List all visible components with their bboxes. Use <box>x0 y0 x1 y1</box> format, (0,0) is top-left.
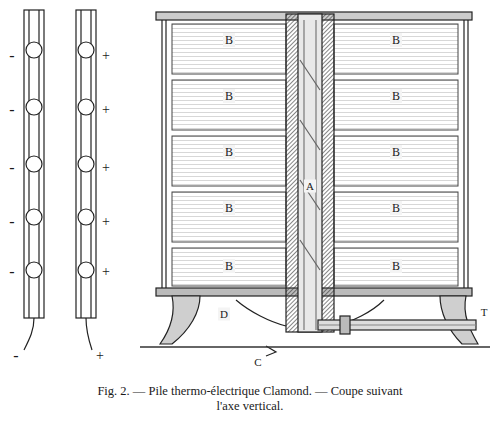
polarity-sign: - <box>7 101 16 119</box>
block-letter: B <box>223 259 235 273</box>
part-letter: T <box>479 306 490 319</box>
block-letter: B <box>390 201 402 215</box>
polarity-sign: - <box>7 263 16 281</box>
block-letter: B <box>390 89 402 103</box>
block-letter: B <box>223 145 235 159</box>
figure-caption: Fig. 2. — Pile thermo-électrique Clamond… <box>95 384 405 414</box>
block-letter: B <box>390 259 402 273</box>
part-letter: C <box>252 356 263 369</box>
block-letter: B <box>223 89 235 103</box>
wire-terminal: + <box>94 348 106 364</box>
polarity-sign: - <box>7 159 16 177</box>
block-letter: B <box>223 33 235 47</box>
block-letter: B <box>390 33 402 47</box>
block-letter: B <box>390 145 402 159</box>
polarity-sign: + <box>100 264 112 280</box>
part-letter: D <box>218 308 230 321</box>
part-letter: A <box>304 180 316 193</box>
block-letter: B <box>223 201 235 215</box>
wire-terminal: - <box>11 347 20 365</box>
polarity-sign: + <box>100 214 112 230</box>
polarity-sign: + <box>100 102 112 118</box>
polarity-sign: + <box>100 48 112 64</box>
polarity-sign: + <box>100 160 112 176</box>
polarity-sign: - <box>7 47 16 65</box>
polarity-sign: - <box>7 213 16 231</box>
